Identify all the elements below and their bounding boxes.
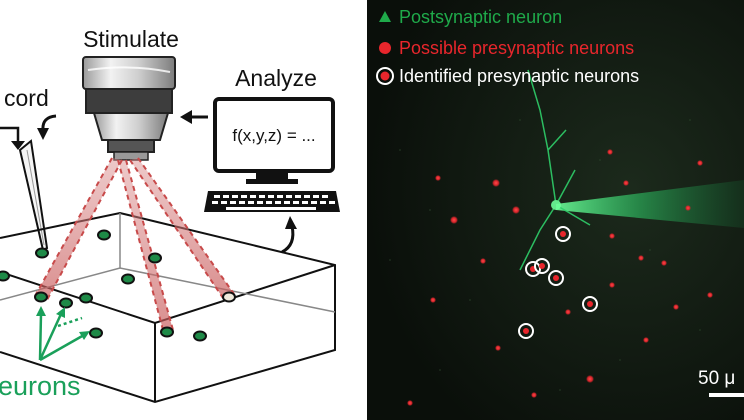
ringed-dot-icon xyxy=(376,67,394,85)
ringed-dot xyxy=(518,323,534,339)
neuron-dot xyxy=(97,229,111,241)
red-dot xyxy=(531,392,537,398)
neuron-dot xyxy=(59,297,73,309)
legend: Postsynaptic neuron Possible presynaptic… xyxy=(376,7,639,86)
curved-arrow-up-icon xyxy=(281,216,297,254)
red-dot xyxy=(435,175,441,181)
ringed-dot xyxy=(555,226,571,242)
red-dot xyxy=(407,400,413,406)
curved-arrow-down-icon xyxy=(37,114,57,140)
computer-icon xyxy=(204,97,340,212)
red-dot xyxy=(623,180,629,186)
arrow-left-icon xyxy=(180,110,208,124)
legend-possible: Possible presynaptic neurons xyxy=(399,38,634,58)
legend-identified: Identified presynaptic neurons xyxy=(399,66,639,86)
red-dot xyxy=(430,297,436,303)
analyze-label: Analyze xyxy=(235,65,317,91)
ringed-dot xyxy=(548,270,564,286)
schematic-panel: Stimulate Analyze xyxy=(0,26,340,404)
red-dot xyxy=(586,375,594,383)
panel-divider xyxy=(360,0,367,420)
red-dot xyxy=(495,345,501,351)
triangle-icon xyxy=(379,11,391,22)
red-dot xyxy=(565,309,571,315)
neuron-dot xyxy=(34,291,48,303)
ringed-dot xyxy=(582,296,598,312)
red-dot xyxy=(609,282,615,288)
neurons-label: eurons xyxy=(0,371,81,401)
ringed-dot xyxy=(534,258,550,274)
red-dot xyxy=(673,304,679,310)
red-dot xyxy=(512,206,520,214)
record-label: cord xyxy=(4,85,49,111)
red-dot xyxy=(697,160,703,166)
laser-beams xyxy=(34,157,235,331)
neuron-dot xyxy=(35,247,49,259)
neuron-dot xyxy=(193,330,207,342)
red-dot xyxy=(492,179,500,187)
neuron-dot xyxy=(89,327,103,339)
red-dot xyxy=(685,205,691,211)
red-dot xyxy=(643,337,649,343)
neuron-dot xyxy=(160,326,174,338)
neuron-dot xyxy=(79,292,93,304)
red-dot xyxy=(609,233,615,239)
red-dot xyxy=(638,255,644,261)
scale-bar: 50 μ xyxy=(698,368,744,397)
neuron-dot xyxy=(0,270,10,282)
micrograph-panel: Postsynaptic neuron Possible presynaptic… xyxy=(367,0,744,420)
presynaptic-dots xyxy=(407,149,713,406)
red-dot xyxy=(661,260,667,266)
pipette-glow xyxy=(556,180,744,228)
stimulate-label: Stimulate xyxy=(83,26,179,52)
red-dot xyxy=(480,258,486,264)
neuron-arrows xyxy=(36,306,90,362)
neuron-dot xyxy=(222,291,236,303)
neuron-dot xyxy=(121,273,135,285)
red-dot xyxy=(607,149,613,155)
formula-text: f(x,y,z) = ... xyxy=(232,126,315,145)
red-dot-icon xyxy=(379,42,391,54)
red-dot xyxy=(707,292,713,298)
neuron-dots xyxy=(0,229,236,342)
electrode-wire xyxy=(0,126,20,143)
scale-bar-label: 50 μ xyxy=(698,368,735,389)
red-dot xyxy=(450,216,458,224)
legend-postsynaptic: Postsynaptic neuron xyxy=(399,7,562,27)
postsynaptic-neuron xyxy=(519,69,591,271)
objective-lens-icon xyxy=(82,56,176,161)
neuron-dot xyxy=(148,252,162,264)
identified-dots xyxy=(518,226,598,339)
